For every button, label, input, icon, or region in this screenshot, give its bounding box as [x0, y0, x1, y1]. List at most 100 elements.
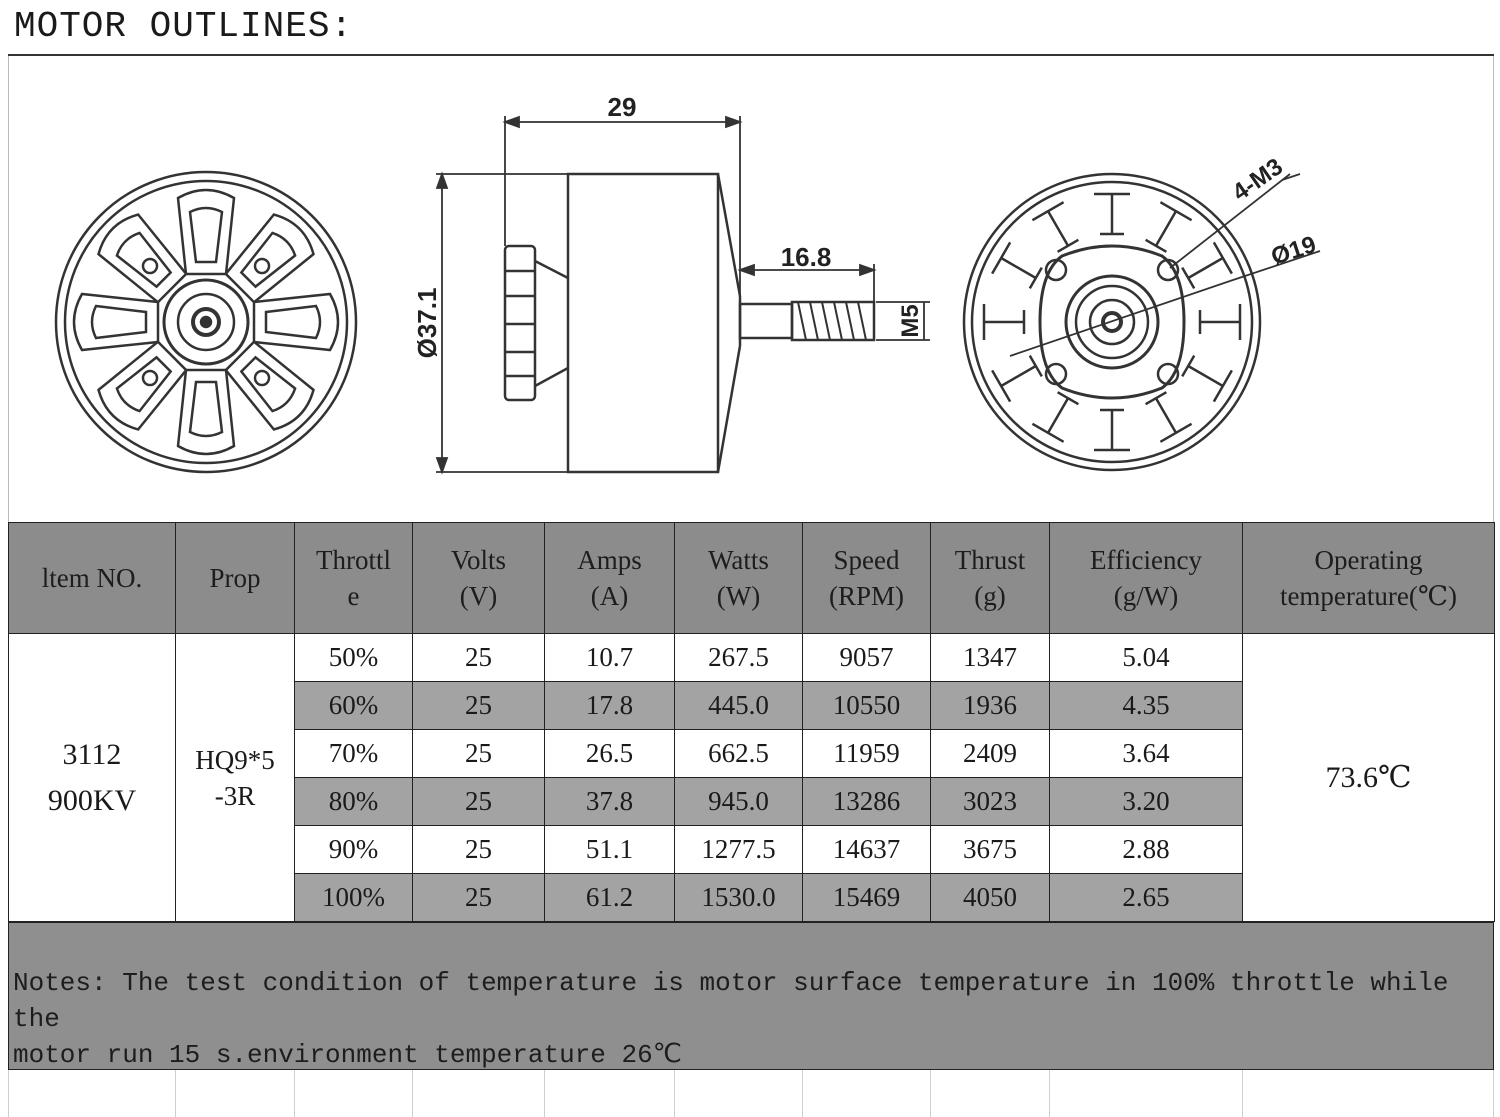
- speed-cell: 14637: [802, 825, 931, 874]
- amps-cell: 26.5: [544, 729, 675, 778]
- header-speed: Speed(RPM): [802, 522, 931, 634]
- speed-cell: 15469: [802, 873, 931, 922]
- efficiency-cell: 2.65: [1049, 873, 1243, 922]
- stator-tooth: [1031, 391, 1080, 443]
- watts-cell: 1277.5: [674, 825, 803, 874]
- rotor-spoke: [97, 213, 188, 304]
- thrust-cell: 1936: [930, 681, 1050, 730]
- grid-line: [8, 1070, 9, 1117]
- header-thrust: Thrust(g): [930, 522, 1050, 634]
- efficiency-cell: 2.88: [1049, 825, 1243, 874]
- watts-cell: 945.0: [674, 777, 803, 826]
- stator-tooth: [991, 241, 1043, 290]
- amps-cell: 61.2: [544, 873, 675, 922]
- rotor-spoke: [176, 368, 236, 456]
- throttle-cell: 100%: [294, 873, 413, 922]
- grid-line: [1493, 1070, 1494, 1117]
- grid-line: [1242, 1070, 1243, 1117]
- dim-diameter-label: Ø37.1: [412, 288, 442, 359]
- header-item-no: ltem NO.: [8, 522, 176, 634]
- volts-cell: 25: [412, 681, 545, 730]
- page-title: MOTOR OUTLINES:: [14, 6, 354, 47]
- grid-line: [544, 1070, 545, 1117]
- table-row: 70% 25 26.5 662.5 11959 2409 3.64: [9, 729, 1495, 778]
- rotor-spoke: [224, 213, 315, 304]
- table-row: 90% 25 51.1 1277.5 14637 3675 2.88: [9, 825, 1495, 874]
- stator-tooth: [1181, 241, 1233, 290]
- thrust-cell: 1347: [930, 633, 1050, 682]
- speed-cell: 13286: [802, 777, 931, 826]
- rotor-spoke: [252, 292, 340, 352]
- rotor-spoke: [176, 188, 236, 276]
- motor-outline-drawing: 29 Ø37.1 16.8 M5 4-M3 Ø19: [54, 92, 1321, 475]
- stator-tooth: [1094, 192, 1130, 236]
- rotor-spoke: [224, 340, 315, 431]
- grid-line: [1049, 1070, 1050, 1117]
- watts-cell: 267.5: [674, 633, 803, 682]
- efficiency-cell: 3.64: [1049, 729, 1243, 778]
- dim-shaft-thread-label: M5: [897, 304, 924, 337]
- notes-panel: Notes: The test condition of temperature…: [8, 922, 1494, 1070]
- speed-cell: 11959: [802, 729, 931, 778]
- frame-border-left: [8, 56, 9, 526]
- throttle-cell: 80%: [294, 777, 413, 826]
- table-row: 60% 25 17.8 445.0 10550 1936 4.35: [9, 681, 1495, 730]
- thrust-cell: 4050: [930, 873, 1050, 922]
- volts-cell: 25: [412, 873, 545, 922]
- efficiency-cell: 4.35: [1049, 681, 1243, 730]
- dim-mount-circle-label: Ø19: [1268, 231, 1319, 271]
- stator-tooth: [991, 354, 1043, 403]
- rotor-top-view: [54, 170, 358, 474]
- dim-length-label: 29: [608, 92, 637, 122]
- volts-cell: 25: [412, 825, 545, 874]
- grid-line: [412, 1070, 413, 1117]
- grid-line: [175, 1070, 176, 1117]
- grid-line: [930, 1070, 931, 1117]
- volts-cell: 25: [412, 729, 545, 778]
- amps-cell: 10.7: [544, 633, 675, 682]
- thrust-cell: 3023: [930, 777, 1050, 826]
- volts-cell: 25: [412, 633, 545, 682]
- rotor-spoke: [72, 292, 160, 352]
- thrust-cell: 3675: [930, 825, 1050, 874]
- prop-cell: HQ9*5-3R: [175, 633, 295, 922]
- efficiency-cell: 3.20: [1049, 777, 1243, 826]
- header-volts: Volts(V): [412, 522, 545, 634]
- speed-cell: 9057: [802, 633, 931, 682]
- thrust-cell: 2409: [930, 729, 1050, 778]
- operating-temp-cell: 73.6℃: [1242, 633, 1495, 922]
- stator-tooth: [982, 304, 1026, 340]
- dimension-lines: [435, 115, 930, 475]
- stator-tooth: [1181, 354, 1233, 403]
- throttle-cell: 60%: [294, 681, 413, 730]
- empty-grid-row: [8, 1070, 1494, 1117]
- amps-cell: 51.1: [544, 825, 675, 874]
- title-divider: [8, 54, 1494, 56]
- stator-tooth: [1144, 391, 1193, 443]
- grid-line: [674, 1070, 675, 1117]
- rotor-spoke: [97, 340, 188, 431]
- volts-cell: 25: [412, 777, 545, 826]
- watts-cell: 445.0: [674, 681, 803, 730]
- header-amps: Amps(A): [544, 522, 675, 634]
- watts-cell: 662.5: [674, 729, 803, 778]
- motor-bottom-view: [962, 172, 1321, 472]
- table-row: 80% 25 37.8 945.0 13286 3023 3.20: [9, 777, 1495, 826]
- header-prop: Prop: [175, 522, 295, 634]
- table-row: 100% 25 61.2 1530.0 15469 4050 2.65: [9, 873, 1495, 922]
- speed-cell: 10550: [802, 681, 931, 730]
- motor-side-view: [503, 172, 876, 474]
- amps-cell: 37.8: [544, 777, 675, 826]
- notes-line-1: Notes: The test condition of temperature…: [13, 968, 1449, 1034]
- header-efficiency: Efficiency(g/W): [1049, 522, 1243, 634]
- grid-line: [294, 1070, 295, 1117]
- throttle-cell: 70%: [294, 729, 413, 778]
- notes-text: Notes: The test condition of temperature…: [13, 965, 1483, 1073]
- throttle-cell: 50%: [294, 633, 413, 682]
- amps-cell: 17.8: [544, 681, 675, 730]
